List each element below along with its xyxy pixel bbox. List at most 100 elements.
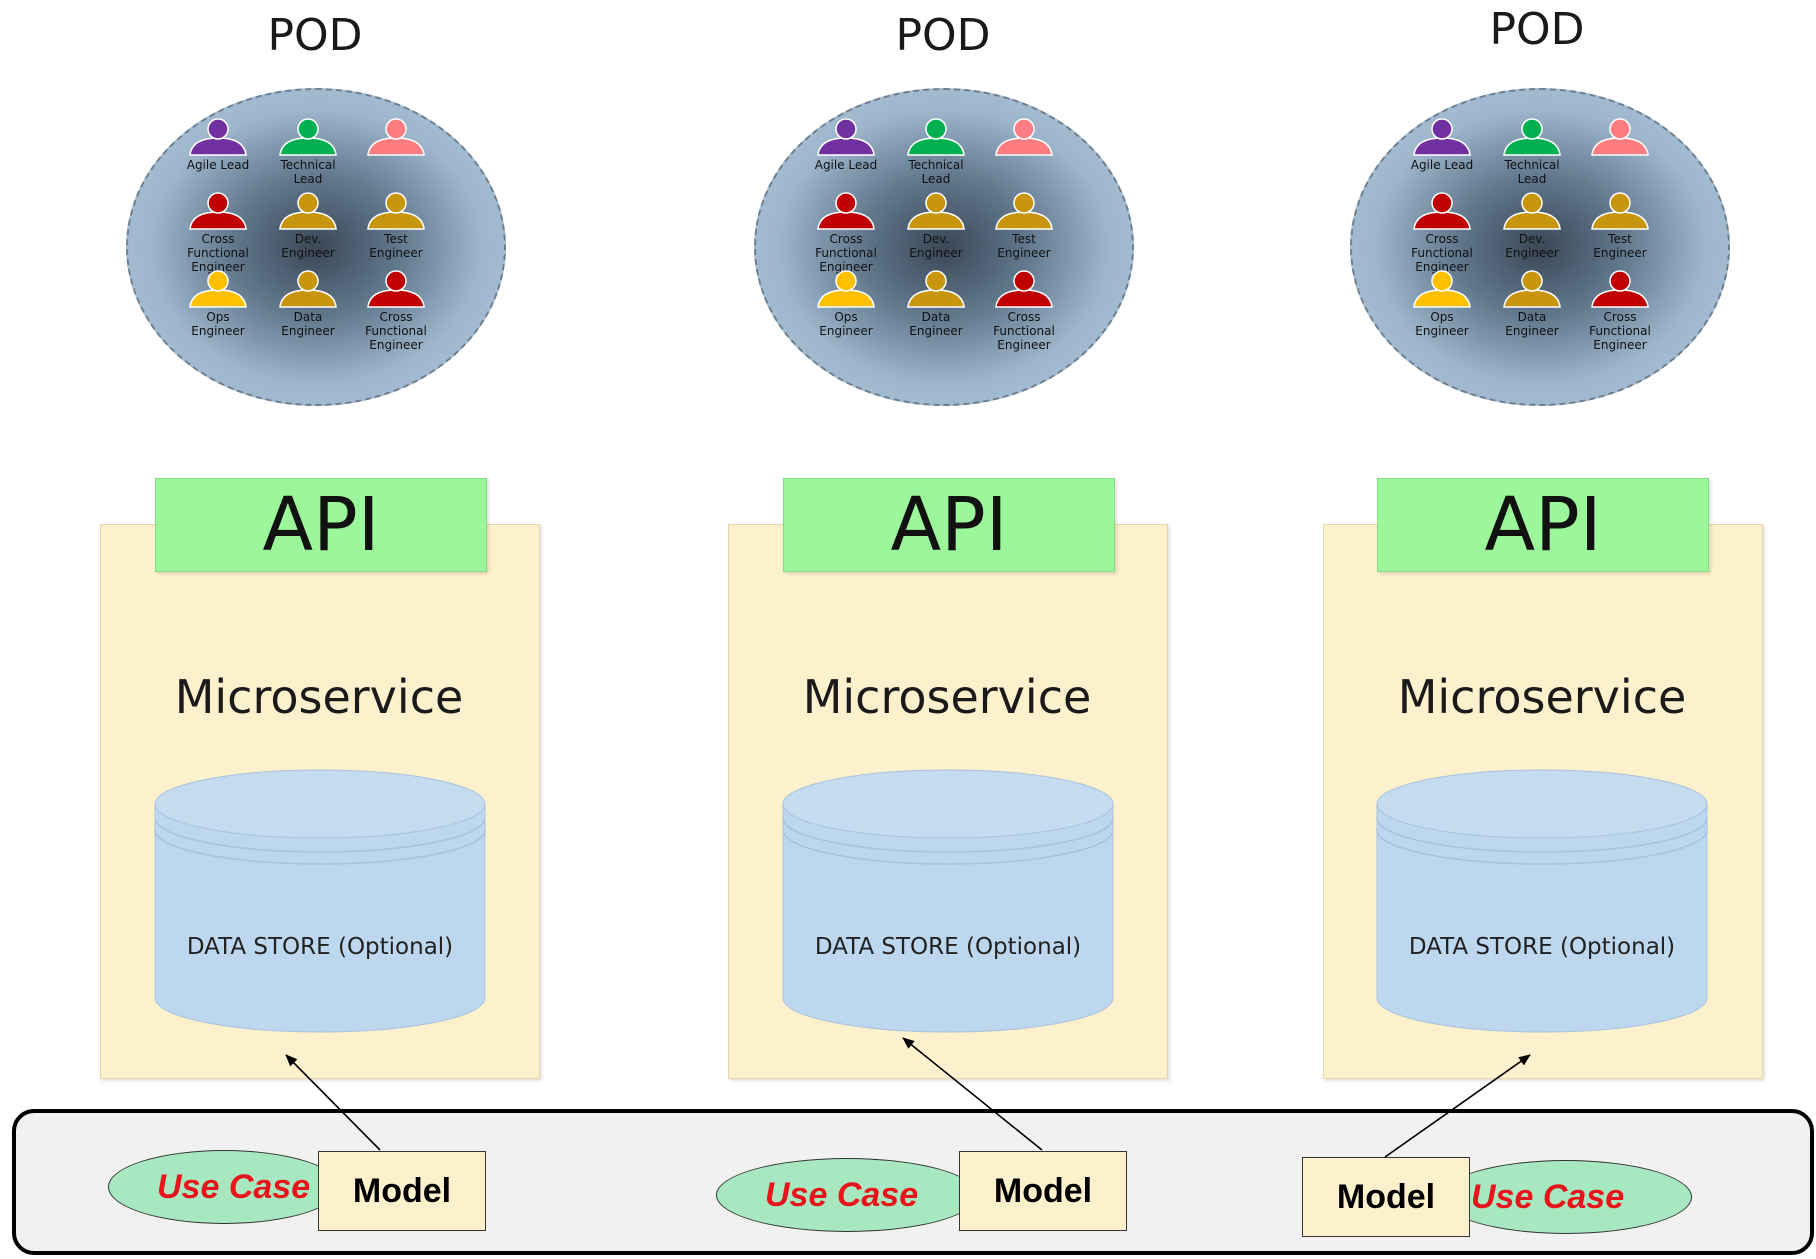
team-member: Agile Lead	[1394, 118, 1490, 172]
team-member-label: Agile Lead	[814, 158, 878, 172]
model-box: Model	[959, 1151, 1127, 1231]
team-member-label: Dev. Engineer	[281, 232, 335, 260]
team-member	[976, 118, 1072, 156]
team-member: Dev. Engineer	[260, 192, 356, 260]
person-icon	[279, 192, 337, 230]
person-icon	[1413, 118, 1471, 156]
person-icon	[189, 118, 247, 156]
team-member: Agile Lead	[170, 118, 266, 172]
team-member-label: Cross Functional Engineer	[365, 310, 427, 352]
team-member: Technical Lead	[260, 118, 356, 186]
team-member-label: Dev. Engineer	[1505, 232, 1559, 260]
person-icon	[279, 118, 337, 156]
pod-title: POD	[1489, 4, 1585, 55]
person-icon	[189, 270, 247, 308]
usecase-ellipse: Use Case	[108, 1150, 340, 1224]
team-member	[348, 118, 444, 156]
team-member-label: Cross Functional Engineer	[1411, 232, 1473, 274]
datastore-label: DATA STORE (Optional)	[1408, 934, 1676, 960]
team-member-label: Technical Lead	[1504, 158, 1560, 186]
model-arrow	[285, 1054, 381, 1151]
person-icon	[1591, 192, 1649, 230]
model-arrow	[902, 1037, 1043, 1151]
team-member: Agile Lead	[798, 118, 894, 172]
datastore-label: DATA STORE (Optional)	[186, 934, 454, 960]
team-member-label: Technical Lead	[908, 158, 964, 186]
person-icon	[189, 192, 247, 230]
api-box: API	[783, 478, 1115, 572]
usecase-ellipse: Use Case	[716, 1158, 978, 1232]
team-member: Test Engineer	[1572, 192, 1668, 260]
team-member: Cross Functional Engineer	[170, 192, 266, 274]
person-icon	[817, 192, 875, 230]
person-icon	[1503, 118, 1561, 156]
team-member-label: Cross Functional Engineer	[815, 232, 877, 274]
team-member-label: Agile Lead	[1410, 158, 1474, 172]
team-member: Technical Lead	[1484, 118, 1580, 186]
team-member-label: Test Engineer	[369, 232, 423, 260]
team-member: Cross Functional Engineer	[1394, 192, 1490, 274]
team-member-label: Data Engineer	[1505, 310, 1559, 338]
pod-team-circle	[754, 88, 1134, 406]
person-icon	[907, 270, 965, 308]
team-member-label: Test Engineer	[997, 232, 1051, 260]
team-member: Cross Functional Engineer	[1572, 270, 1668, 352]
model-box: Model	[318, 1151, 486, 1231]
team-member-label: Technical Lead	[280, 158, 336, 186]
team-member: Dev. Engineer	[1484, 192, 1580, 260]
person-icon	[1413, 270, 1471, 308]
pod-title: POD	[895, 10, 991, 61]
api-box: API	[1377, 478, 1709, 572]
team-member: Cross Functional Engineer	[798, 192, 894, 274]
person-icon	[1503, 192, 1561, 230]
team-member: Data Engineer	[260, 270, 356, 338]
person-icon	[995, 192, 1053, 230]
person-icon	[995, 270, 1053, 308]
datastore-label: DATA STORE (Optional)	[814, 934, 1082, 960]
team-member: Ops Engineer	[170, 270, 266, 338]
team-member-label: Dev. Engineer	[909, 232, 963, 260]
team-member-label: Test Engineer	[1593, 232, 1647, 260]
team-member-label: Data Engineer	[281, 310, 335, 338]
person-icon	[995, 118, 1053, 156]
datastore-cylinder	[1376, 769, 1708, 1033]
microservice-label: Microservice	[802, 670, 1092, 724]
datastore-cylinder	[154, 769, 486, 1033]
person-icon	[907, 192, 965, 230]
microservice-label: Microservice	[174, 670, 464, 724]
team-member: Cross Functional Engineer	[348, 270, 444, 352]
usecase-ellipse: Use Case	[1440, 1160, 1692, 1234]
person-icon	[367, 192, 425, 230]
team-member: Ops Engineer	[798, 270, 894, 338]
person-icon	[1591, 118, 1649, 156]
person-icon	[1413, 192, 1471, 230]
team-member: Data Engineer	[888, 270, 984, 338]
team-member-label: Data Engineer	[909, 310, 963, 338]
team-member-label: Cross Functional Engineer	[993, 310, 1055, 352]
person-icon	[1591, 270, 1649, 308]
person-icon	[367, 118, 425, 156]
person-icon	[907, 118, 965, 156]
pod-title: POD	[267, 10, 363, 61]
person-icon	[817, 118, 875, 156]
team-member-label: Ops Engineer	[191, 310, 245, 338]
team-member: Test Engineer	[976, 192, 1072, 260]
api-box: API	[155, 478, 487, 572]
person-icon	[279, 270, 337, 308]
person-icon	[1503, 270, 1561, 308]
team-member-label: Ops Engineer	[819, 310, 873, 338]
team-member: Technical Lead	[888, 118, 984, 186]
team-member: Ops Engineer	[1394, 270, 1490, 338]
team-member: Dev. Engineer	[888, 192, 984, 260]
person-icon	[817, 270, 875, 308]
team-member-label: Agile Lead	[186, 158, 250, 172]
team-member-label: Ops Engineer	[1415, 310, 1469, 338]
team-member-label: Cross Functional Engineer	[187, 232, 249, 274]
team-member	[1572, 118, 1668, 156]
team-member: Test Engineer	[348, 192, 444, 260]
person-icon	[367, 270, 425, 308]
datastore-cylinder	[782, 769, 1114, 1033]
team-member-label: Cross Functional Engineer	[1589, 310, 1651, 352]
model-box: Model	[1302, 1157, 1470, 1237]
